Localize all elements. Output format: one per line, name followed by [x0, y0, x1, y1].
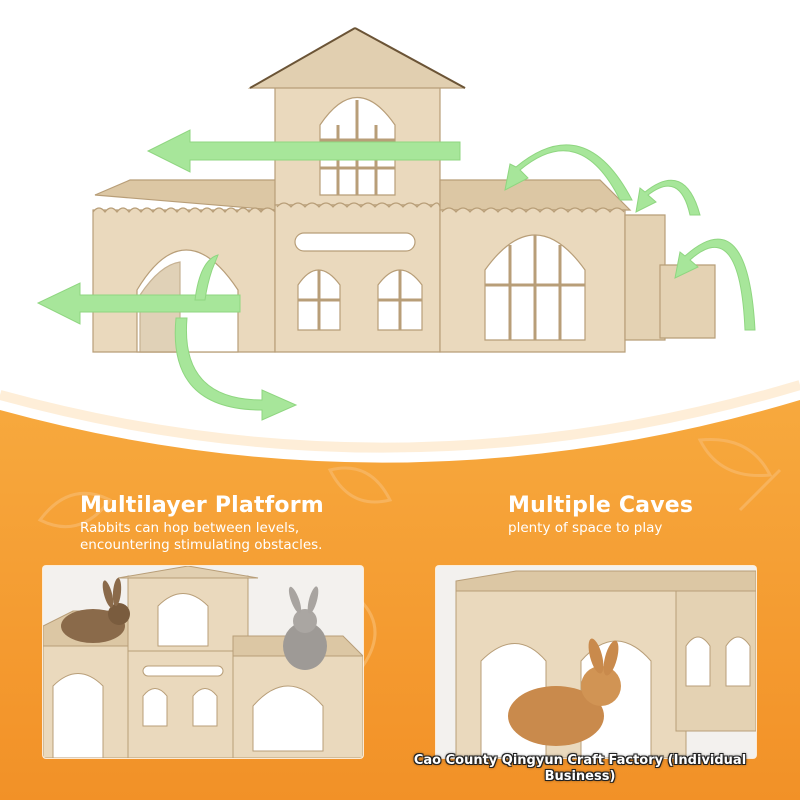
left-feature-title: Multilayer Platform: [80, 493, 324, 518]
orange-rabbit: [508, 638, 621, 746]
leaf-decoration: [37, 437, 782, 673]
left-feature-description: Rabbits can hop between levels, encounte…: [80, 520, 322, 554]
right-feature-description: plenty of space to play: [508, 520, 662, 537]
watermark-line: Business): [544, 769, 616, 784]
movement-arrows: [36, 129, 756, 421]
watermark-text: Cao County Qingyun Craft Factory (Indivi…: [380, 753, 780, 785]
right-feature-title: Multiple Caves: [508, 493, 694, 518]
watermark-line: Cao County Qingyun Craft Factory (Indivi…: [413, 753, 747, 768]
gray-rabbit: [283, 586, 327, 670]
left-feature-line: Rabbits can hop between levels,: [80, 520, 300, 536]
multilayer-platform-photo: [43, 566, 363, 758]
multiple-caves-photo: [436, 566, 756, 758]
right-feature-line: plenty of space to play: [508, 520, 663, 536]
left-feature-line: encountering stimulating obstacles.: [80, 537, 323, 553]
brown-rabbit: [61, 578, 130, 643]
